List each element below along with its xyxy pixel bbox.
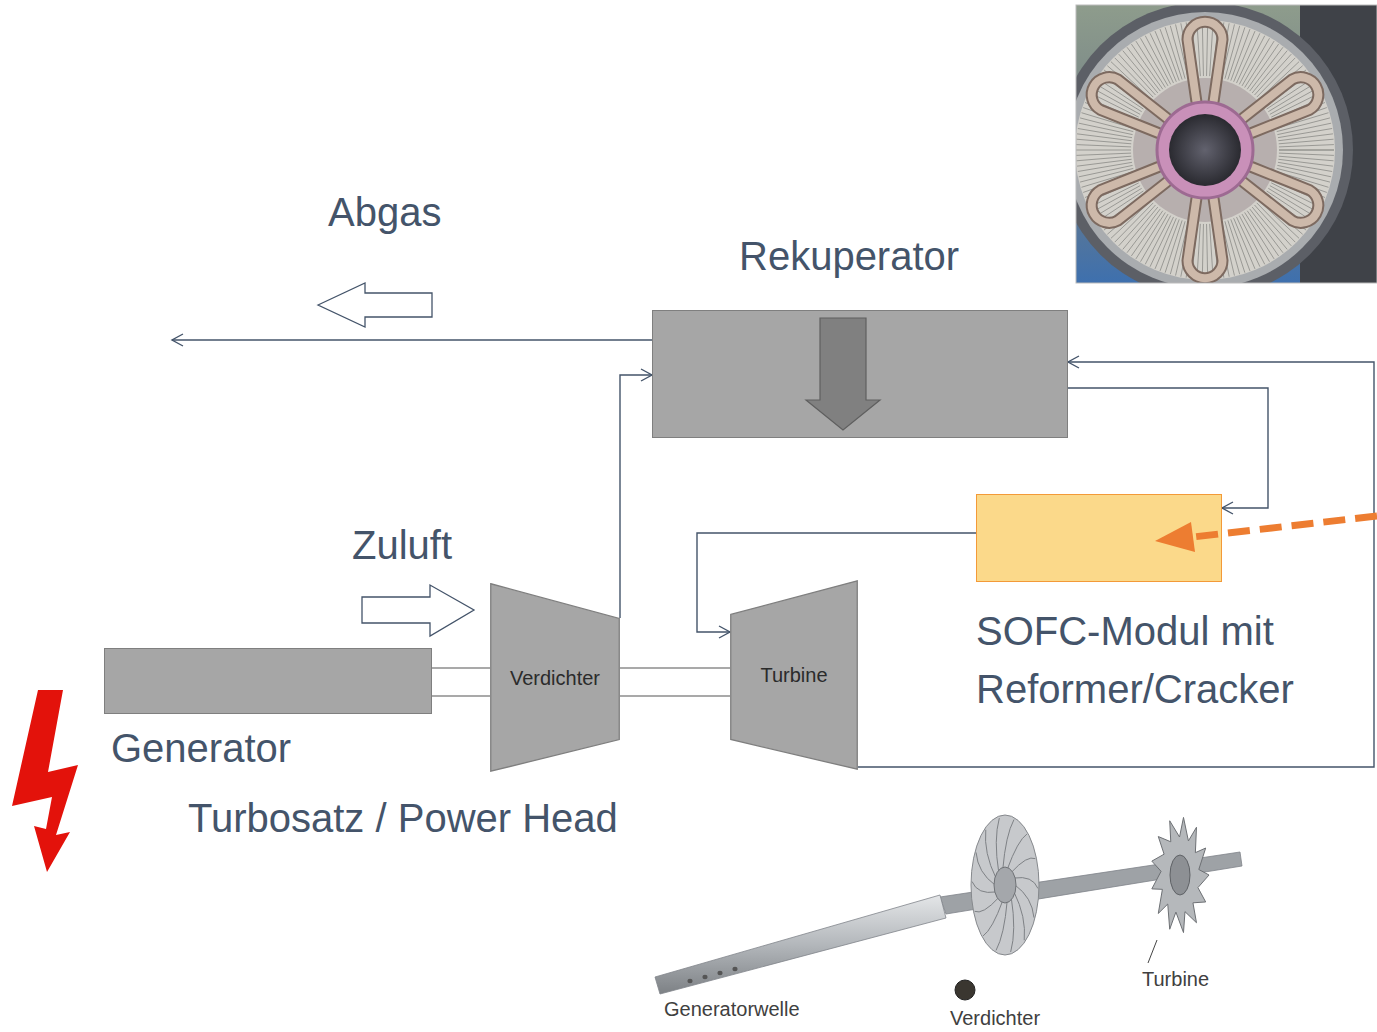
flow-connector [620, 375, 652, 618]
rotor-photo [655, 815, 1242, 1000]
component-heading: Generator [111, 724, 291, 772]
component-heading: Rekuperator [739, 232, 959, 280]
recuperator-box: Rekuperator [652, 310, 1068, 438]
intake-arrow [362, 585, 474, 636]
heat-flow-arrow [806, 318, 880, 430]
photo-frame [1076, 5, 1377, 283]
shaft-connector [620, 668, 730, 696]
turbine-shape: Turbine [730, 580, 858, 770]
fuel-feed-arrow [1155, 516, 1377, 552]
turbine-shape-outline [731, 581, 858, 770]
part-label: Generatorwelle [664, 997, 800, 1021]
exhaust-line [172, 339, 652, 340]
compressor-shape: Verdichter [490, 583, 620, 772]
component-name: Turbine [760, 663, 827, 687]
component-heading: SOFC-Modul mit Reformer/Cracker [976, 602, 1368, 718]
part-label: Turbine [1142, 967, 1209, 991]
exhaust-arrow [318, 283, 432, 327]
power-symbol [12, 690, 78, 872]
group-label: Turbosatz / Power Head [188, 794, 618, 842]
component-name: Verdichter [510, 666, 600, 690]
flow-label: Abgas [328, 188, 441, 236]
compressor-shape-outline [491, 584, 620, 772]
sofc-module-box: SOFC-Modul mit Reformer/Cracker [976, 494, 1222, 582]
shaft-connector [432, 668, 490, 696]
recuperator-photo [1076, 5, 1377, 283]
flow-connector [1068, 388, 1268, 508]
flow-label: Zuluft [352, 521, 452, 569]
generator-box: Generator [104, 648, 432, 714]
part-label: Verdichter [950, 1006, 1040, 1030]
